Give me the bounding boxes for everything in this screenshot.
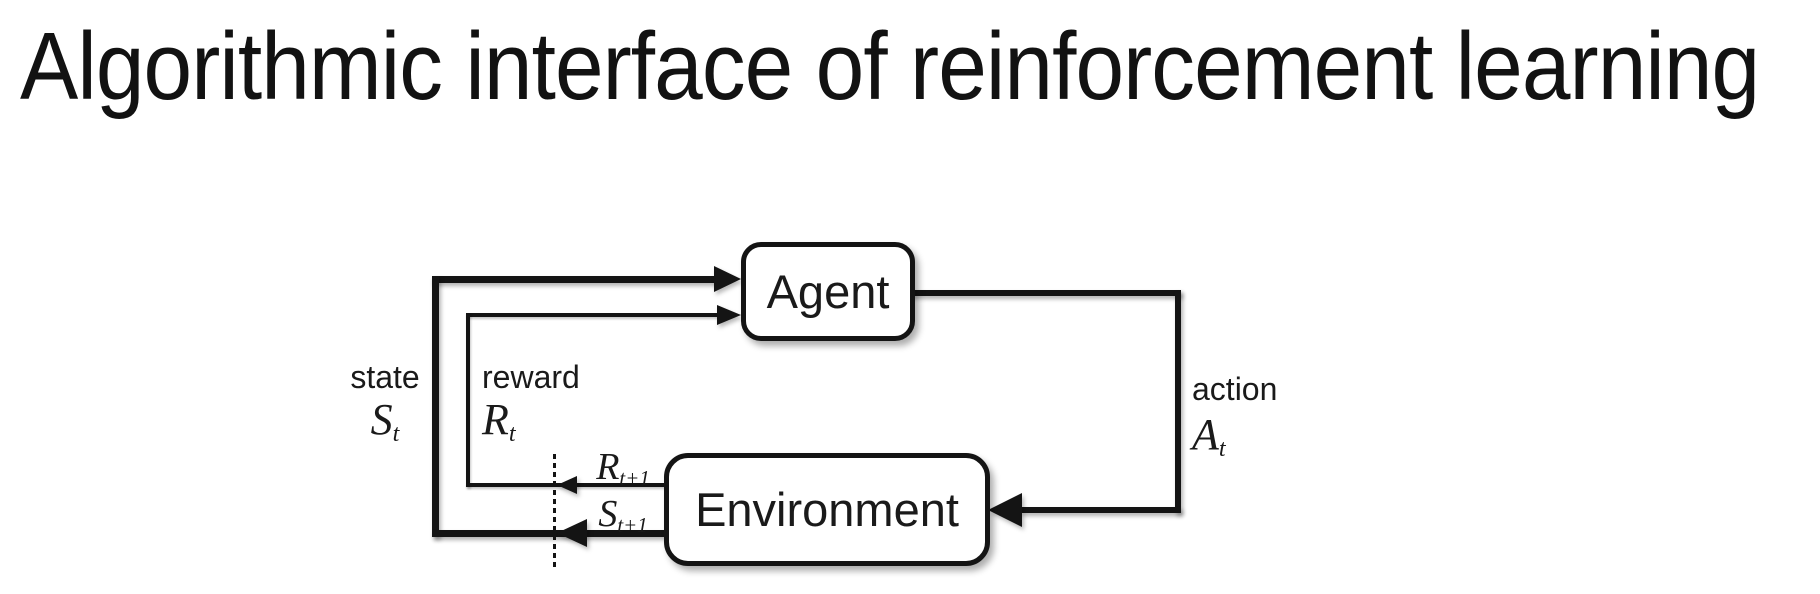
reward-to-agent-arrowhead-icon (717, 305, 741, 325)
state-word-label: state (350, 359, 420, 395)
next-reward-arrowhead-icon (557, 476, 577, 494)
reward-word-label: reward (482, 359, 580, 395)
agent-label: Agent (766, 265, 890, 318)
agent-box: Agent (741, 242, 915, 341)
action-line-bottom (1020, 507, 1181, 513)
state-symbol-main: S (370, 395, 393, 444)
reward-symbol-main: R (482, 395, 509, 444)
state-symbol-subscript: t (392, 419, 400, 447)
state-line-top (432, 276, 717, 283)
reward-line-left (466, 313, 470, 487)
action-symbol-main: A (1192, 410, 1219, 459)
next-reward-symbol: Rt+1 (583, 445, 663, 491)
action-symbol-subscript: t (1218, 434, 1226, 462)
next-state-symbol-main: S (598, 493, 618, 535)
next-state-symbol-subscript: t+1 (617, 512, 648, 537)
next-reward-symbol-subscript: t+1 (619, 465, 650, 490)
action-to-environment-arrowhead-icon (988, 493, 1022, 527)
next-state-symbol: St+1 (583, 492, 663, 538)
environment-label: Environment (695, 483, 959, 536)
timestep-dashed-line (553, 454, 556, 568)
environment-box: Environment (664, 453, 990, 566)
next-state-arrowhead-icon (557, 519, 587, 547)
slide-title: Algorithmic interface of reinforcement l… (20, 13, 1760, 120)
reward-symbol: Rt (482, 394, 516, 448)
state-line-bottom (432, 530, 672, 537)
state-symbol: St (341, 394, 429, 448)
reward-symbol-subscript: t (508, 419, 516, 447)
action-symbol: At (1192, 409, 1226, 463)
action-word-label: action (1192, 371, 1278, 407)
action-line-right (1175, 290, 1181, 513)
state-line-left (432, 276, 439, 537)
state-to-agent-arrowhead-icon (714, 266, 741, 292)
reward-line-top (466, 313, 718, 317)
action-line-top (905, 290, 1181, 296)
next-reward-symbol-main: R (596, 446, 620, 488)
